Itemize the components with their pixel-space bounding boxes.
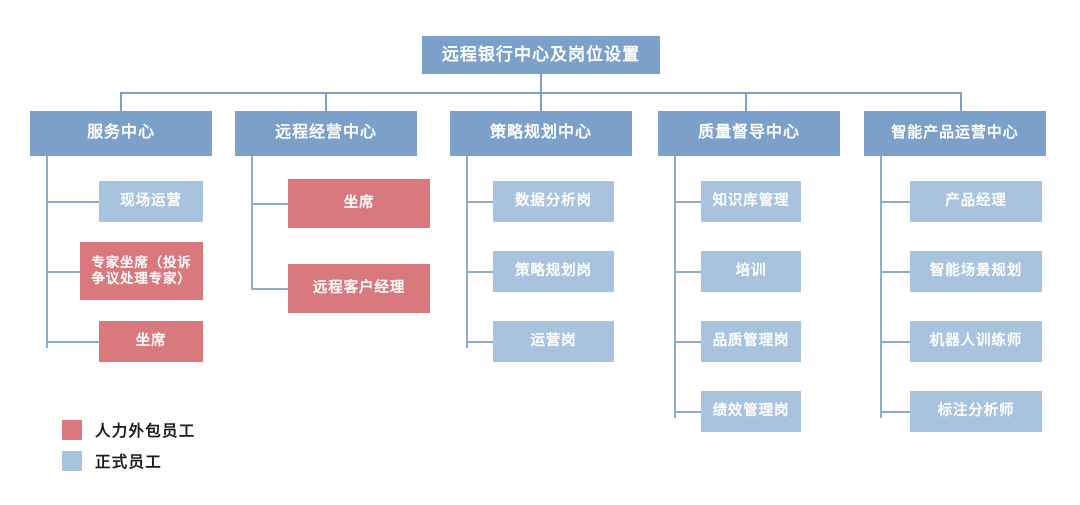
leaf-node-intelligent-scenario-planning[interactable]: 智能场景规划	[910, 251, 1042, 292]
leaf-node-label: 专家坐席（投诉 争议处理专家）	[91, 255, 192, 286]
stub-service-center-child-1	[46, 201, 99, 203]
stub-intelligent-child-2	[880, 271, 910, 273]
spine-remote-operations-center	[251, 156, 253, 289]
spine-intelligent-product-center	[880, 156, 882, 418]
stub-remote-ops-child-2	[251, 288, 288, 290]
stub-remote-ops-child-1	[251, 203, 288, 205]
dept-node-remote-operations-center[interactable]: 远程经营中心	[235, 111, 417, 156]
leaf-node-label: 坐席	[135, 332, 167, 349]
leaf-node-label: 现场运营	[120, 192, 182, 209]
bus-drop-dept-4	[745, 92, 747, 111]
stub-quality-child-3	[674, 341, 701, 343]
leaf-node-label: 坐席	[343, 194, 375, 211]
legend-swatch-outsourced-icon	[62, 420, 82, 440]
stub-service-center-child-3	[46, 341, 99, 343]
dept-node-label: 策略规划中心	[490, 124, 592, 142]
leaf-node-seat-service[interactable]: 坐席	[99, 321, 203, 362]
stub-intelligent-child-4	[880, 411, 910, 413]
dept-node-strategy-planning-center[interactable]: 策略规划中心	[450, 111, 632, 156]
leaf-node-seat-remote[interactable]: 坐席	[288, 179, 430, 228]
dept-node-label: 服务中心	[87, 124, 155, 142]
stub-quality-child-1	[674, 201, 701, 203]
leaf-node-robot-trainer[interactable]: 机器人训练师	[910, 321, 1042, 362]
leaf-node-onsite-operations[interactable]: 现场运营	[99, 181, 203, 222]
root-drop-connector	[540, 74, 542, 93]
bus-drop-dept-1	[120, 92, 122, 111]
dept-node-quality-supervision-center[interactable]: 质量督导中心	[658, 111, 840, 156]
leaf-node-label: 策略规划岗	[515, 262, 592, 279]
leaf-node-label: 数据分析岗	[515, 192, 592, 209]
leaf-node-expert-seat[interactable]: 专家坐席（投诉 争议处理专家）	[80, 242, 203, 300]
legend-label-formal: 正式员工	[95, 454, 162, 471]
leaf-node-label: 运营岗	[530, 332, 577, 349]
stub-strategy-child-1	[466, 201, 493, 203]
legend-item-outsourced: 人力外包员工	[62, 419, 195, 441]
root-node-label: 远程银行中心及岗位设置	[441, 44, 641, 64]
leaf-node-label: 知识库管理	[712, 192, 790, 209]
leaf-node-label: 产品经理	[945, 192, 1007, 209]
leaf-node-label: 远程客户经理	[312, 279, 406, 296]
leaf-node-remote-account-manager[interactable]: 远程客户经理	[288, 264, 430, 313]
root-node-remote-bank-center[interactable]: 远程银行中心及岗位设置	[422, 36, 660, 74]
stub-strategy-child-2	[466, 271, 493, 273]
bus-drop-dept-3	[540, 92, 542, 111]
leaf-node-label: 品质管理岗	[712, 332, 790, 349]
dept-node-label: 远程经营中心	[275, 124, 377, 142]
legend-swatch-formal-icon	[62, 451, 82, 471]
spine-quality-supervision-center	[674, 156, 676, 418]
leaf-node-data-analysis-post[interactable]: 数据分析岗	[493, 181, 614, 222]
stub-strategy-child-3	[466, 341, 493, 343]
leaf-node-annotation-analyst[interactable]: 标注分析师	[910, 391, 1042, 432]
leaf-node-training[interactable]: 培训	[701, 251, 801, 292]
spine-strategy-planning-center	[466, 156, 468, 348]
leaf-node-operations-post[interactable]: 运营岗	[493, 321, 614, 362]
bus-drop-dept-5	[960, 92, 962, 111]
leaf-node-strategy-planning-post[interactable]: 策略规划岗	[493, 251, 614, 292]
leaf-node-label: 标注分析师	[937, 402, 1015, 419]
leaf-node-product-manager[interactable]: 产品经理	[910, 181, 1042, 222]
leaf-node-label: 机器人训练师	[929, 332, 1023, 349]
stub-quality-child-4	[674, 411, 701, 413]
dept-node-label: 质量督导中心	[698, 124, 800, 142]
stub-service-center-child-2	[46, 271, 99, 273]
dept-node-label: 智能产品运营中心	[891, 124, 1019, 141]
dept-node-intelligent-product-operations-center[interactable]: 智能产品运营中心	[864, 111, 1046, 156]
stub-intelligent-child-3	[880, 341, 910, 343]
legend-item-formal: 正式员工	[62, 450, 162, 472]
stub-quality-child-2	[674, 271, 701, 273]
leaf-node-label: 智能场景规划	[929, 262, 1023, 279]
leaf-node-knowledge-base-management[interactable]: 知识库管理	[701, 181, 801, 222]
legend-label-outsourced: 人力外包员工	[95, 423, 196, 440]
stub-intelligent-child-1	[880, 201, 910, 203]
dept-node-service-center[interactable]: 服务中心	[30, 111, 212, 156]
spine-service-center	[46, 156, 48, 348]
leaf-node-performance-management-post[interactable]: 绩效管理岗	[701, 391, 801, 432]
leaf-node-label: 培训	[735, 262, 767, 279]
leaf-node-quality-management-post[interactable]: 品质管理岗	[701, 321, 801, 362]
leaf-node-label: 绩效管理岗	[712, 402, 790, 419]
bus-drop-dept-2	[325, 92, 327, 111]
